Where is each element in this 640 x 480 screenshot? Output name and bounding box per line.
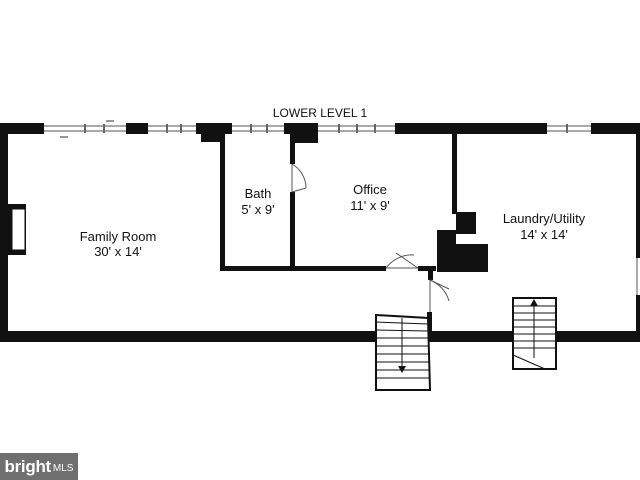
window-mullions	[84, 124, 568, 133]
laundry-name: Laundry/Utility	[503, 211, 586, 226]
office-size: 11' x 9'	[350, 198, 389, 213]
bath-size: 5' x 9'	[241, 202, 274, 217]
watermark-suffix: MLS	[52, 462, 74, 474]
family-room-name: Family Room	[80, 229, 157, 244]
brightmls-watermark: bright MLS	[0, 453, 78, 480]
staircase-up	[512, 297, 557, 370]
stair-down-arrow-icon	[398, 366, 406, 373]
watermark-brand: bright	[4, 456, 52, 476]
office-door	[385, 252, 419, 269]
interior-walls	[201, 130, 488, 338]
bath-door	[291, 163, 307, 193]
stair-up-arrow-icon	[530, 299, 538, 306]
office-name: Office	[353, 182, 387, 197]
sliding-door-arrows	[60, 120, 114, 138]
staircase-down	[375, 313, 432, 391]
level-title: LOWER LEVEL 1	[273, 106, 368, 120]
fireplace	[2, 204, 26, 255]
stair-door	[429, 279, 450, 312]
laundry-size: 14' x 14'	[520, 227, 568, 242]
family-room-size: 30' x 14'	[94, 244, 142, 259]
bath-name: Bath	[245, 186, 272, 201]
